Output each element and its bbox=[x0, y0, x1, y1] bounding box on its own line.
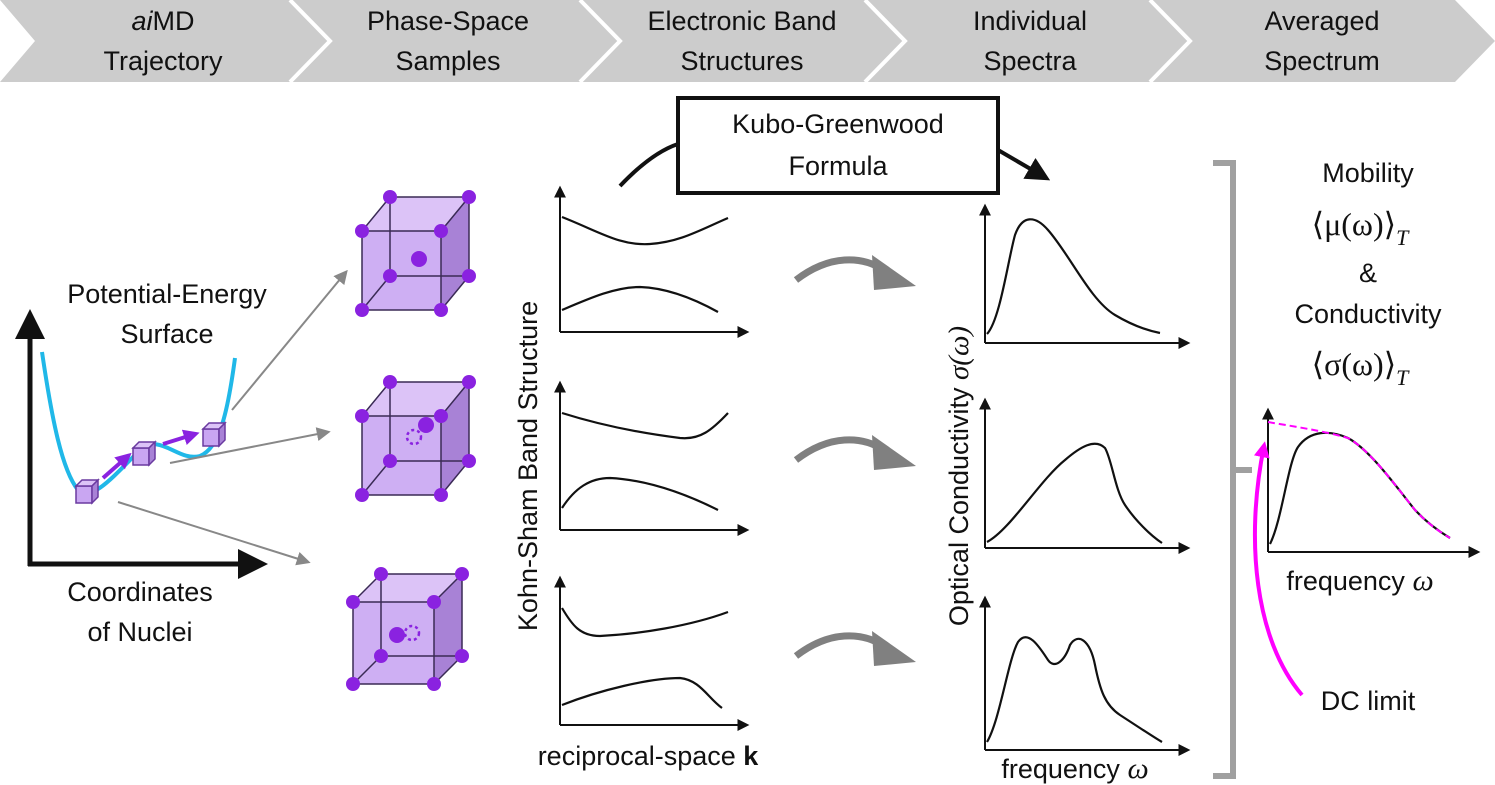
spectrum-plot-3 bbox=[979, 595, 1191, 756]
banner-step-3-line1: Electronic Band bbox=[647, 6, 836, 36]
band-1-conduction bbox=[561, 215, 729, 246]
averaging-bracket bbox=[1213, 160, 1252, 779]
band-plot-2 bbox=[554, 380, 750, 536]
kubo-greenwood: Kubo-Greenwood Formula bbox=[618, 96, 1051, 195]
sampling-arrow-3 bbox=[117, 501, 311, 566]
averaged-spectrum-curve bbox=[1269, 431, 1451, 545]
banner-step-4-line2: Spectra bbox=[983, 46, 1077, 76]
cube-3-reference-site bbox=[403, 624, 421, 642]
averaged-panel: Mobility ⟨μ(ω)⟩T & Conductivity ⟨σ(ω)⟩T … bbox=[1252, 158, 1481, 716]
pes-label-line1: Potential-Energy bbox=[67, 279, 267, 309]
mobility-symbol: ⟨μ(ω)⟩T bbox=[1312, 206, 1411, 250]
pes-sample-cube-2 bbox=[131, 440, 157, 467]
sampling-arrow-1 bbox=[231, 269, 348, 411]
spectrum-plot-2 bbox=[979, 397, 1191, 554]
banner-step-1-line1: aiMD bbox=[131, 6, 194, 36]
spectrum-plot-1 bbox=[979, 203, 1191, 349]
banner-step-5-line1: Averaged bbox=[1264, 6, 1379, 36]
pes-sample-cube-3 bbox=[201, 421, 227, 448]
banner-step-5-shape bbox=[1150, 0, 1495, 82]
band-3-conduction bbox=[561, 607, 729, 638]
band-3-valence bbox=[561, 676, 723, 709]
spectra-panel: Optical Conductivity σ(ω) frequency ω bbox=[943, 203, 1191, 785]
banner-step-3-line2: Structures bbox=[680, 46, 803, 76]
cube-2-displaced-atom bbox=[418, 417, 434, 433]
kubo-line1: Kubo-Greenwood bbox=[732, 109, 944, 139]
phase-space-samples bbox=[346, 190, 476, 691]
banner-step-2-shape bbox=[290, 0, 620, 82]
banner-step-1-shape bbox=[0, 0, 330, 82]
spectrum-3-curve bbox=[986, 636, 1163, 743]
banner-step-4-line1: Individual bbox=[973, 6, 1087, 36]
pes-xlabel-line2: of Nuclei bbox=[87, 617, 192, 647]
band-1-valence bbox=[561, 285, 719, 313]
curved-arrow-2 bbox=[793, 436, 886, 463]
banner-step-1-line2: Trajectory bbox=[103, 46, 223, 76]
kubo-arrow-out bbox=[996, 148, 1051, 181]
spectrum-1-curve bbox=[986, 218, 1161, 335]
dc-limit-extrapolation bbox=[1267, 421, 1451, 539]
conductivity-symbol: ⟨σ(ω)⟩T bbox=[1312, 346, 1411, 390]
pes-xlabel-line1: Coordinates bbox=[67, 577, 213, 607]
cube-3-displaced-atom bbox=[389, 627, 405, 643]
trajectory-arrow-2 bbox=[162, 429, 200, 446]
sampling-arrow-2 bbox=[169, 427, 331, 464]
averaged-xlabel: frequency ω bbox=[1286, 564, 1433, 597]
phase-space-cube-2 bbox=[355, 375, 476, 502]
workflow-banner: aiMD Trajectory Phase-Space Samples Elec… bbox=[0, 0, 1495, 84]
averaged-spectrum-plot bbox=[1262, 407, 1481, 558]
pes-panel: Potential-Energy Surface Coordinates of … bbox=[14, 269, 348, 647]
band-plot-1 bbox=[554, 185, 750, 338]
bands-ylabel: Kohn-Sham Band Structure bbox=[513, 301, 543, 631]
dc-limit-arrow bbox=[1252, 441, 1304, 697]
mobility-label: Mobility bbox=[1322, 158, 1414, 188]
band-2-valence bbox=[561, 476, 719, 511]
kubo-line2: Formula bbox=[788, 151, 888, 181]
cube-2-reference-site bbox=[405, 428, 423, 446]
band-2-conduction bbox=[561, 411, 729, 440]
conductivity-label: Conductivity bbox=[1294, 299, 1442, 329]
spectra-ylabel: Optical Conductivity σ(ω) bbox=[943, 326, 975, 626]
dc-limit-label: DC limit bbox=[1321, 686, 1416, 716]
kubo-arrow-in bbox=[618, 142, 679, 188]
banner-step-5-line2: Spectrum bbox=[1264, 46, 1380, 76]
banner-step-2-line2: Samples bbox=[395, 46, 500, 76]
pes-sample-cube-1 bbox=[74, 478, 100, 505]
cube-1-center-atom bbox=[411, 251, 427, 267]
curved-arrow-3 bbox=[793, 632, 886, 659]
spectra-xlabel: frequency ω bbox=[1001, 752, 1148, 785]
banner-step-3-shape bbox=[580, 0, 905, 82]
banner-step-2-line1: Phase-Space bbox=[367, 6, 529, 36]
phase-space-cube-3 bbox=[346, 567, 469, 691]
curved-arrow-1 bbox=[793, 256, 886, 283]
banner-step-4-shape bbox=[865, 0, 1190, 82]
trajectory-arrow-1 bbox=[101, 452, 132, 480]
pes-label-line2: Surface bbox=[120, 319, 213, 349]
band-structure-panel: Kohn-Sham Band Structure reciprocal-spac… bbox=[513, 185, 760, 771]
pes-curve bbox=[40, 351, 237, 496]
ampersand-label: & bbox=[1359, 258, 1377, 288]
bands-xlabel: reciprocal-space k bbox=[538, 741, 760, 771]
band-to-spectrum-arrows bbox=[793, 255, 916, 666]
kubo-greenwood-box bbox=[676, 96, 1000, 195]
spectrum-2-curve bbox=[986, 442, 1163, 544]
phase-space-cube-1 bbox=[355, 190, 476, 317]
band-plot-3 bbox=[554, 575, 750, 731]
